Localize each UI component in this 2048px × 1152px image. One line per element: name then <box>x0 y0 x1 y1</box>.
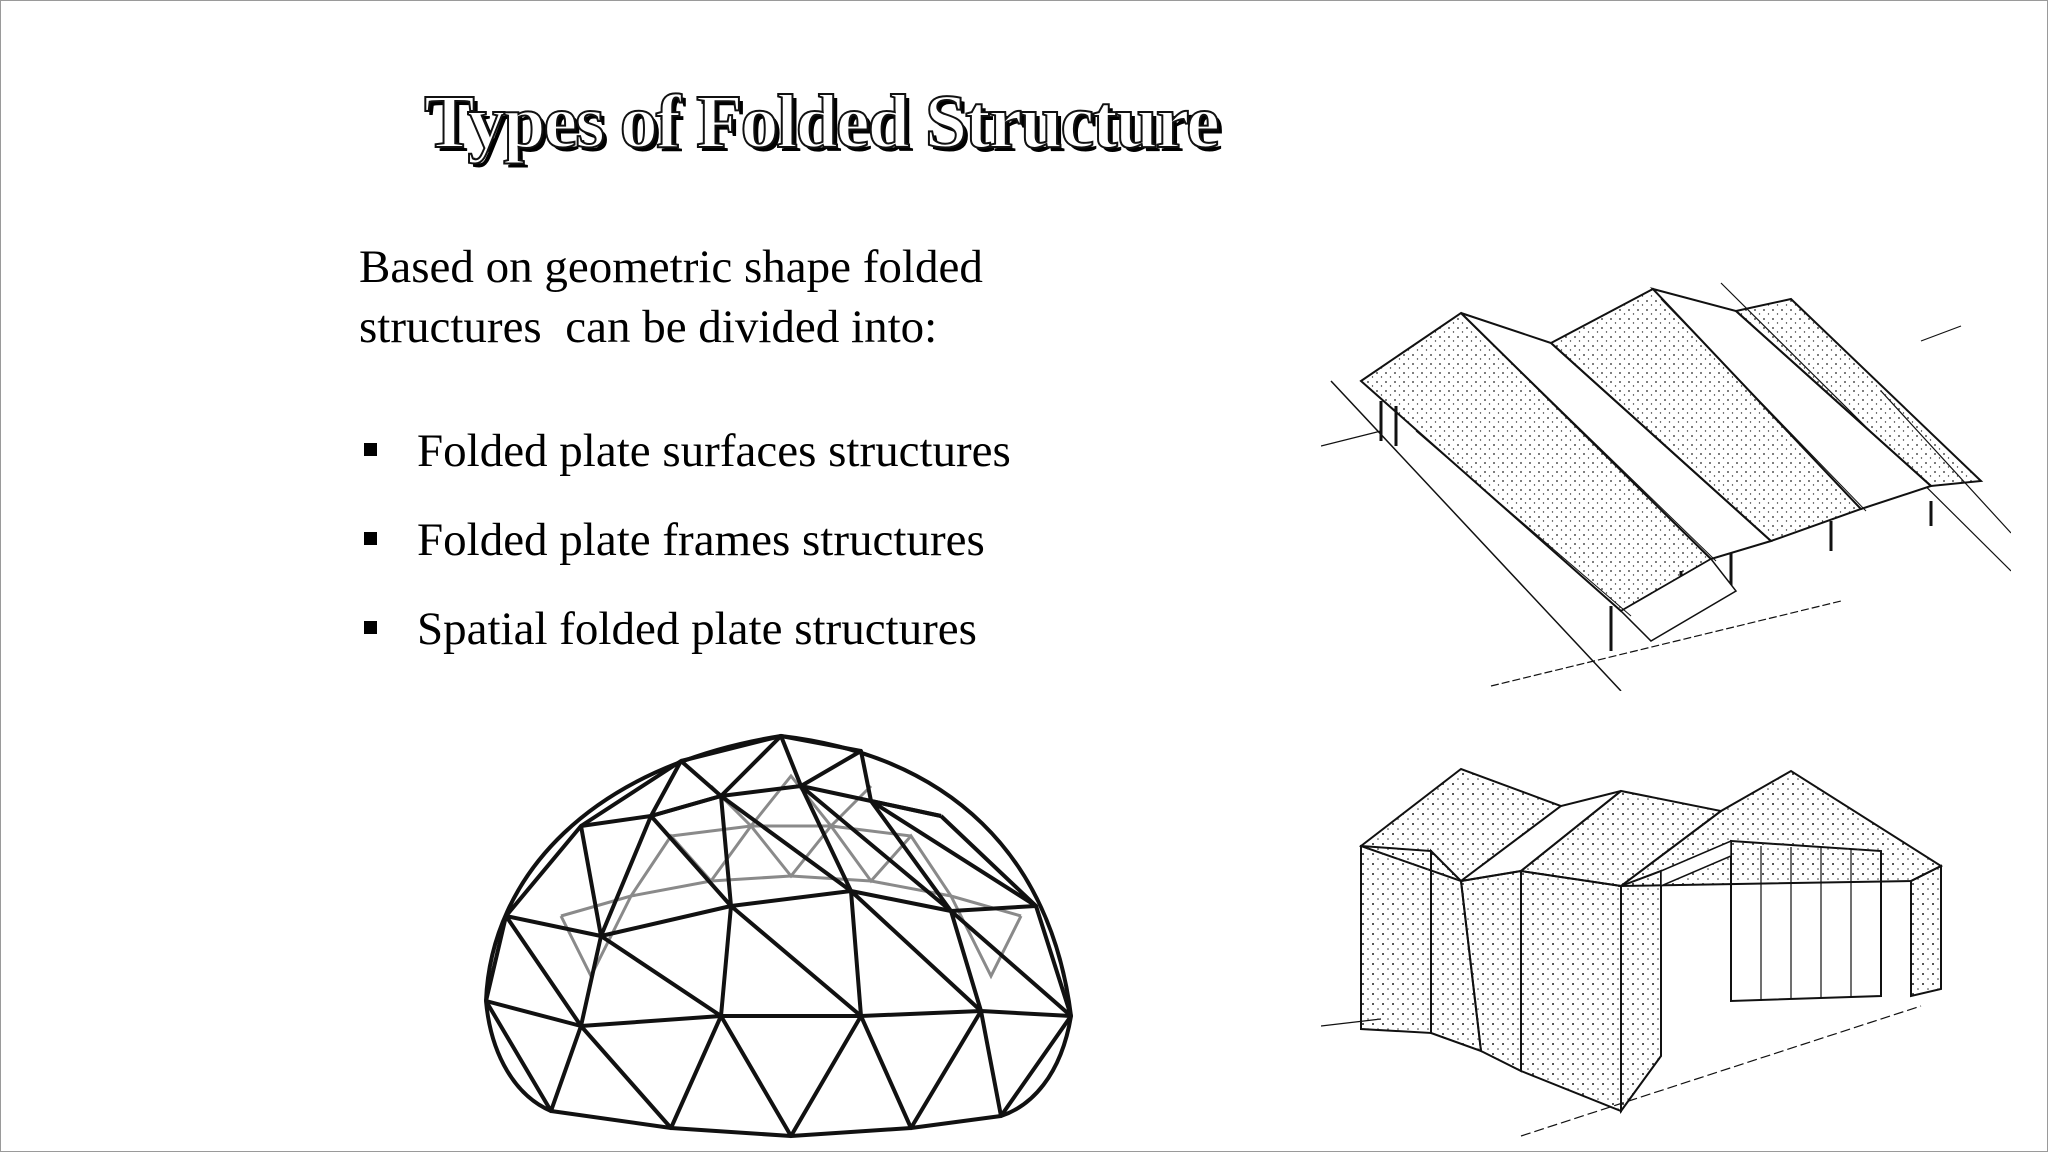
bullet-text: Spatial folded plate structures <box>417 603 977 655</box>
intro-line-2: structures can be divided into: <box>359 301 938 353</box>
bullet-item: Spatial folded plate structures <box>359 599 1011 659</box>
square-bullet-icon <box>364 532 377 545</box>
bullet-list: Folded plate surfaces structures Folded … <box>359 421 1011 688</box>
slide-title: Types of Folded Structure <box>423 79 1221 165</box>
folded-plate-frame-illustration <box>1321 767 1944 1137</box>
intro-line-1: Based on geometric shape folded <box>359 241 983 293</box>
bullet-text: Folded plate frames structures <box>417 514 985 566</box>
geodesic-dome-illustration <box>484 734 1073 1138</box>
intro-text: Based on geometric shape folded structur… <box>359 237 1119 357</box>
bullet-item: Folded plate surfaces structures <box>359 421 1011 481</box>
folded-plate-roof-illustration <box>1321 282 2011 691</box>
square-bullet-icon <box>364 443 377 456</box>
square-bullet-icon <box>364 621 377 634</box>
bullet-text: Folded plate surfaces structures <box>417 425 1011 477</box>
bullet-item: Folded plate frames structures <box>359 510 1011 570</box>
